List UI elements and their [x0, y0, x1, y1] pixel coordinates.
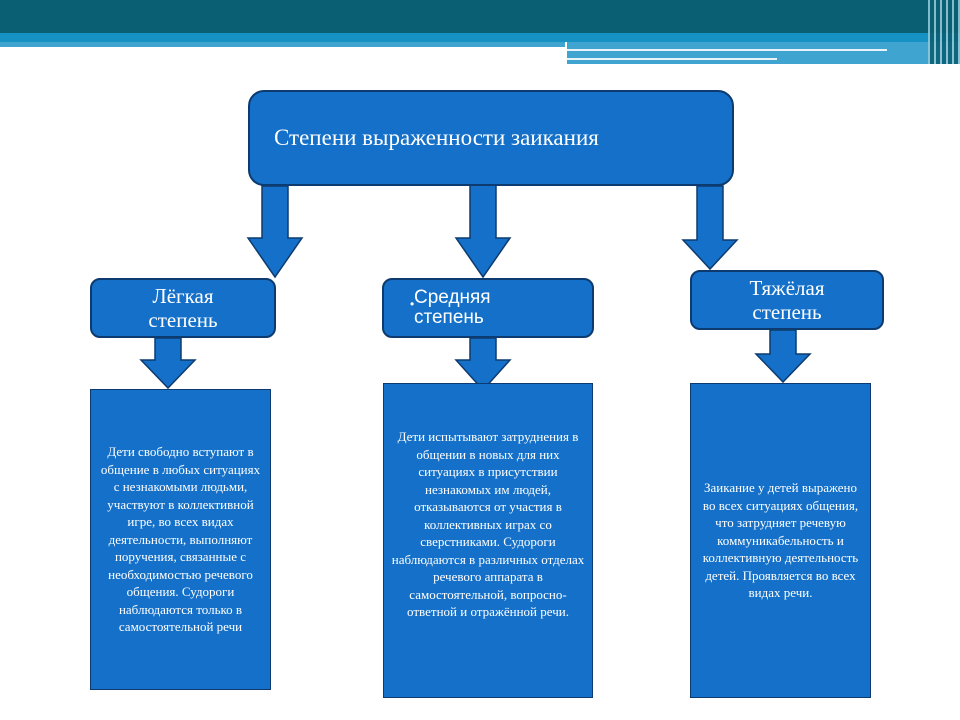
header-stripes [928, 0, 960, 64]
level-label-moderate: Средняя степень [414, 287, 491, 328]
bullet-dot: • [410, 297, 415, 311]
description-box-severe: Заикание у детей выражено во всех ситуац… [690, 383, 871, 698]
level-box-severe: Тяжёлая степень [690, 270, 884, 330]
description-moderate: Дети испытывают затруднения в общении в … [391, 429, 585, 619]
arrow-title-to-level-2 [454, 179, 512, 279]
header-bar-light-left [0, 42, 565, 47]
arrow-level-1-to-description [139, 337, 197, 390]
arrow-title-to-level-1 [246, 185, 304, 279]
description-box-mild: Дети свободно вступают в общение в любых… [90, 389, 271, 690]
header-line-upper [567, 49, 887, 51]
level-label-mild: Лёгкая степень [148, 284, 218, 332]
arrow-level-3-to-description [754, 329, 812, 384]
level-box-moderate: • Средняя степень [382, 278, 594, 338]
level-label-severe: Тяжёлая степень [749, 276, 825, 324]
diagram-title: Степени выраженности заикания [274, 125, 599, 150]
description-mild: Дети свободно вступают в общение в любых… [100, 444, 261, 635]
diagram-title-box: Степени выраженности заикания [248, 90, 734, 186]
header-bar-dark [0, 0, 960, 33]
header-line-lower [567, 58, 777, 60]
header-bar-light-right [567, 42, 960, 64]
arrow-title-to-level-3 [681, 185, 739, 271]
level-box-mild: Лёгкая степень [90, 278, 276, 338]
description-severe: Заикание у детей выражено во всех ситуац… [702, 480, 859, 601]
description-box-moderate: Дети испытывают затруднения в общении в … [383, 383, 593, 698]
header-bar-blue [0, 33, 960, 42]
